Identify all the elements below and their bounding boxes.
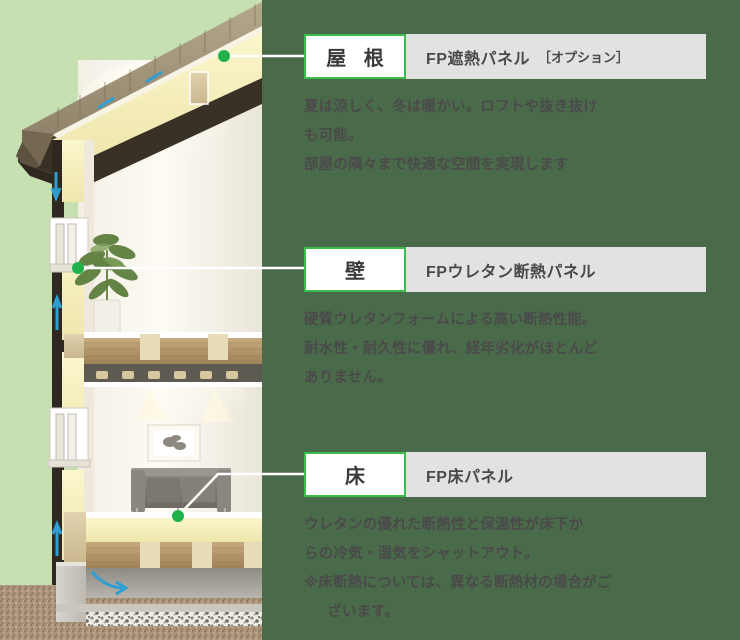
gravel-bed: [86, 612, 262, 630]
description-floor: ウレタンの優れた断熱性と保温性が床下か らの冷気・湿気をシャットアウト。 ※床断…: [304, 497, 714, 627]
crawl-space: [84, 568, 262, 598]
downlight-beam: [136, 390, 168, 420]
description-note: ※床断熱については、異なる断熱材の場合がご: [304, 575, 612, 591]
description-line: 部屋の隅々まで快適な空間を実現します: [304, 157, 569, 173]
section-floor: 床 FP床パネル ウレタンの優れた断熱性と保温性が床下か らの冷気・湿気をシャッ…: [262, 452, 740, 627]
roof-ridge-post: [189, 71, 209, 105]
description-line: ウレタンの優れた断熱性と保温性が床下か: [304, 517, 584, 533]
mid-floor-slab: [64, 332, 262, 387]
label-value-text-wall: FPウレタン断熱パネル: [426, 263, 596, 281]
floor-joist-block: [140, 542, 262, 568]
window-sash-lower: [47, 407, 91, 468]
airflow-arrow-roof: [145, 70, 163, 84]
floor-insulation: [84, 518, 262, 542]
airflow-arrow-roof2: [97, 96, 115, 110]
joist-row: [96, 371, 238, 379]
description-line: 夏は涼しく、冬は暖かい。ロフトや抜き抜け: [304, 99, 598, 115]
airflow-arrow-eave: [50, 172, 62, 203]
label-option-roof: ［オプション］: [537, 50, 629, 65]
label-key-wall: 壁: [304, 247, 406, 292]
framed-picture: [147, 424, 201, 462]
description-line: ありません。: [304, 370, 392, 386]
floor-joist-block: [140, 334, 160, 360]
description-line: 硬質ウレタンフォームによる高い断熱性能。: [304, 312, 597, 328]
label-row-roof: 屋 根 FP遮熱パネル ［オプション］: [304, 34, 706, 79]
label-key-roof: 屋 根: [304, 34, 406, 79]
floor-joist-block: [208, 334, 228, 360]
label-value-text-floor: FP床パネル: [426, 468, 514, 486]
label-key-floor: 床: [304, 452, 406, 497]
description-roof: 夏は涼しく、冬は暖かい。ロフトや抜き抜け も可能。 部屋の隅々まで快適な空間を実…: [304, 79, 714, 180]
section-wall: 壁 FPウレタン断熱パネル 硬質ウレタンフォームによる高い断熱性能。 耐水性・耐…: [262, 247, 740, 393]
label-row-wall: 壁 FPウレタン断熱パネル: [304, 247, 706, 292]
floor-sheathing: [84, 542, 262, 568]
label-value-roof: FP遮熱パネル ［オプション］: [406, 34, 706, 79]
house-cross-section-illustration: [0, 0, 262, 640]
label-value-wall: FPウレタン断熱パネル: [406, 247, 706, 292]
description-line: 耐水性・耐久性に優れ、経年劣化がほとんど: [304, 341, 598, 357]
description-line: らの冷気・湿気をシャットアウト。: [304, 546, 539, 562]
airflow-arrow-underfloor: [90, 570, 129, 596]
soil-bottom: [0, 626, 262, 640]
description-line: も可能。: [304, 128, 363, 144]
downlight-beam: [201, 390, 233, 422]
section-roof: 屋 根 FP遮熱パネル ［オプション］ 夏は涼しく、冬は暖かい。ロフトや抜き抜け…: [262, 34, 740, 180]
label-row-floor: 床 FP床パネル: [304, 452, 706, 497]
label-value-floor: FP床パネル: [406, 452, 706, 497]
info-panel: 屋 根 FP遮熱パネル ［オプション］ 夏は涼しく、冬は暖かい。ロフトや抜き抜け…: [262, 0, 740, 640]
floor-sill-plate: [64, 512, 86, 564]
wall-sill-plate: [64, 334, 84, 358]
floor-panel-assembly: [64, 512, 262, 568]
label-value-text-roof: FP遮熱パネル: [426, 50, 530, 68]
description-note-cont: ざいます。: [327, 604, 400, 620]
description-wall: 硬質ウレタンフォームによる高い断熱性能。 耐水性・耐久性に優れ、経年劣化がほとん…: [304, 292, 714, 393]
